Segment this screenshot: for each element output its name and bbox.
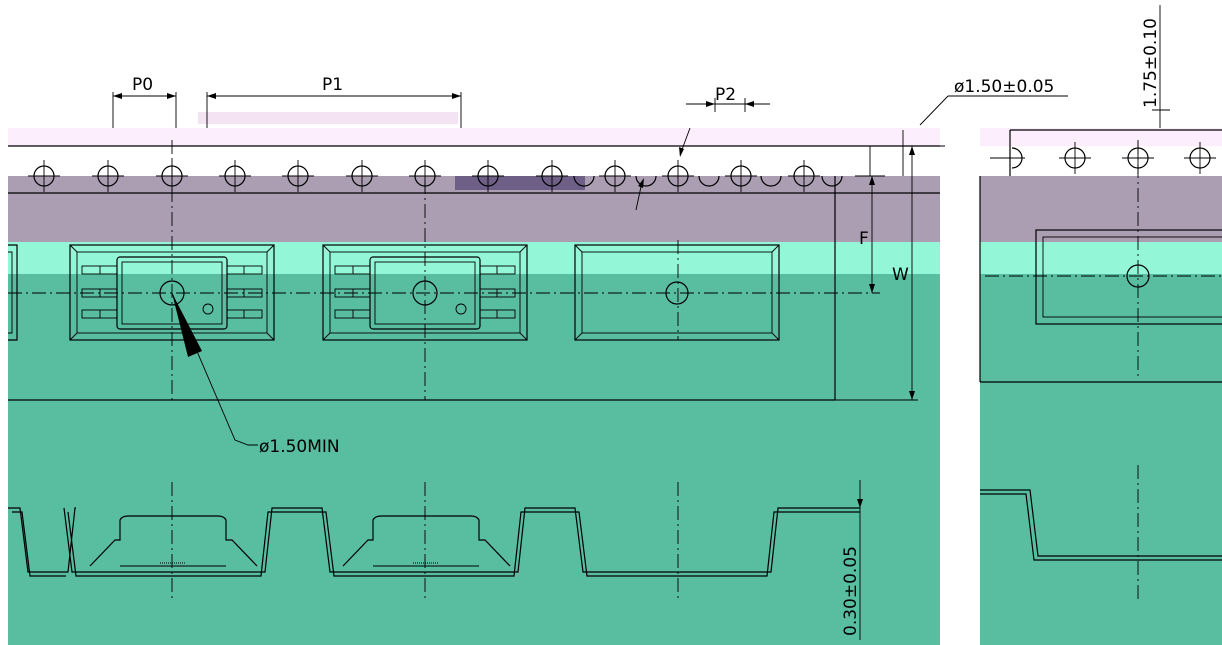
label-p1: P1: [322, 75, 343, 95]
label-sprocket-hole-dia: ø1.50±0.05: [954, 77, 1054, 97]
label-w: W: [892, 265, 909, 285]
band-aqua: [8, 242, 1222, 274]
sprocket-hole: [346, 160, 378, 192]
center-lines: [171, 140, 1139, 600]
sprocket-hole: [28, 160, 60, 192]
sprocket-hole: [662, 160, 694, 192]
sprocket-hole: [788, 160, 820, 192]
noise-strip: [455, 176, 585, 190]
sprocket-hole: [536, 160, 568, 192]
sprocket-hole: [472, 160, 504, 192]
sprocket-hole-right: [1059, 142, 1091, 174]
half-sprocket-hole: [760, 175, 782, 187]
sprocket-hole: [725, 160, 757, 192]
sprocket-hole: [219, 160, 251, 192]
sprocket-hole-right: [1184, 142, 1216, 174]
label-tape-thickness: 0.30±0.05: [841, 546, 861, 636]
label-f: F: [859, 229, 869, 249]
cavity-pocket-left: [8, 244, 18, 341]
cross-section: [8, 489, 1222, 577]
labels: P0 P1 P2 ø1.50±0.05 1.75±0.10 F W ø1.50M…: [132, 18, 1161, 636]
label-p2: P2: [715, 85, 736, 105]
noise-strip-2: [198, 112, 458, 124]
tape-edges: [8, 129, 1222, 401]
dimensions: [112, 5, 1170, 640]
section-gap: [940, 120, 980, 645]
band-teal: [8, 274, 1222, 645]
half-sprocket-hole: [821, 175, 843, 187]
half-sprocket-hole: [573, 175, 595, 187]
sprocket-hole: [599, 160, 631, 192]
label-edge-to-hole: 1.75±0.10: [1141, 18, 1161, 108]
tape-background: [8, 112, 1222, 645]
band-pink: [8, 128, 1222, 146]
sprocket-hole: [282, 160, 314, 192]
label-p0: P0: [132, 75, 153, 95]
sprocket-hole: [92, 160, 124, 192]
half-sprocket-hole: [635, 175, 657, 187]
label-cavity-hole-dia: ø1.50MIN: [259, 437, 340, 457]
half-sprocket-hole: [698, 175, 720, 187]
cavity-pocket: [574, 244, 780, 341]
